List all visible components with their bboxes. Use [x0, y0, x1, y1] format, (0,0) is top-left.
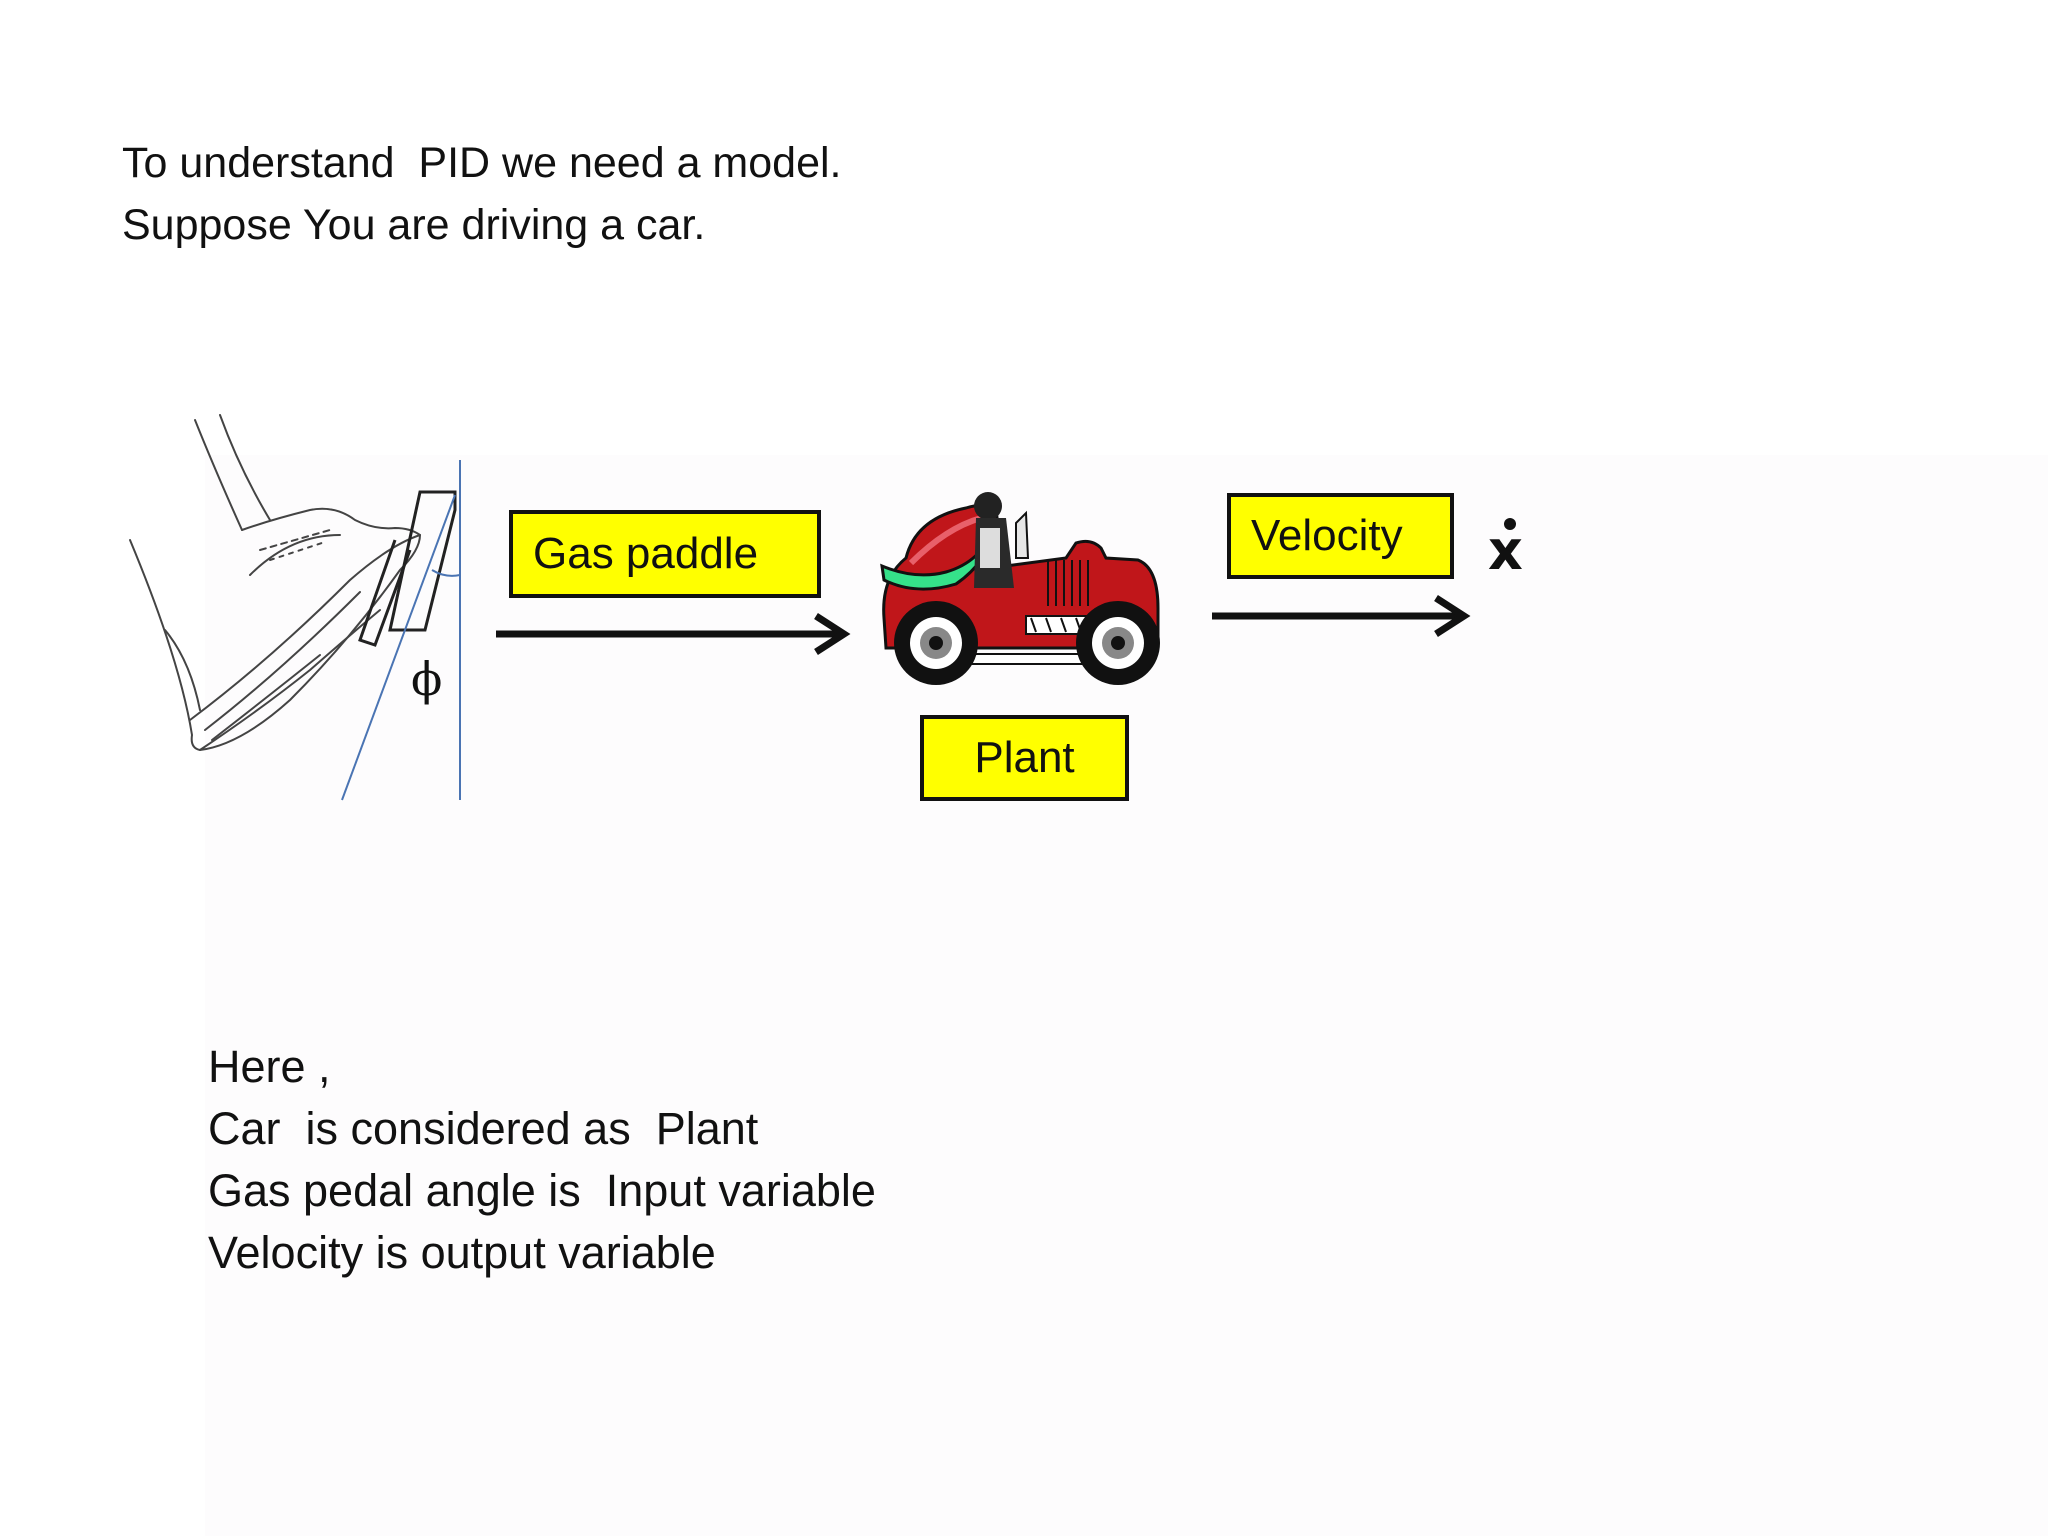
intro-line-2: Suppose You are driving a car.: [122, 201, 706, 249]
output-arrow: [1212, 595, 1471, 637]
intro-text: To understand PID we need a model. Suppo…: [122, 132, 842, 256]
explanation-line-3: Gas pedal angle is Input variable: [208, 1165, 876, 1216]
velocity-symbol: x: [1484, 518, 1536, 578]
input-arrow: [496, 613, 851, 655]
plant-label: Plant: [920, 715, 1129, 801]
explanation-line-4: Velocity is output variable: [208, 1227, 716, 1278]
race-car-icon: [880, 492, 1160, 685]
foot-on-pedal-icon: [129, 414, 461, 801]
intro-line-1: To understand PID we need a model.: [122, 139, 842, 187]
gas-paddle-label: Gas paddle: [509, 510, 821, 598]
explanation-text: Here , Car is considered as Plant Gas pe…: [208, 1036, 876, 1284]
velocity-label: Velocity: [1227, 493, 1454, 579]
dot-mark: [1504, 518, 1516, 530]
explanation-line-2: Car is considered as Plant: [208, 1103, 759, 1154]
x-variable: x: [1488, 519, 1523, 582]
explanation-line-1: Here ,: [208, 1041, 331, 1092]
angle-symbol: ϕ: [411, 652, 443, 706]
